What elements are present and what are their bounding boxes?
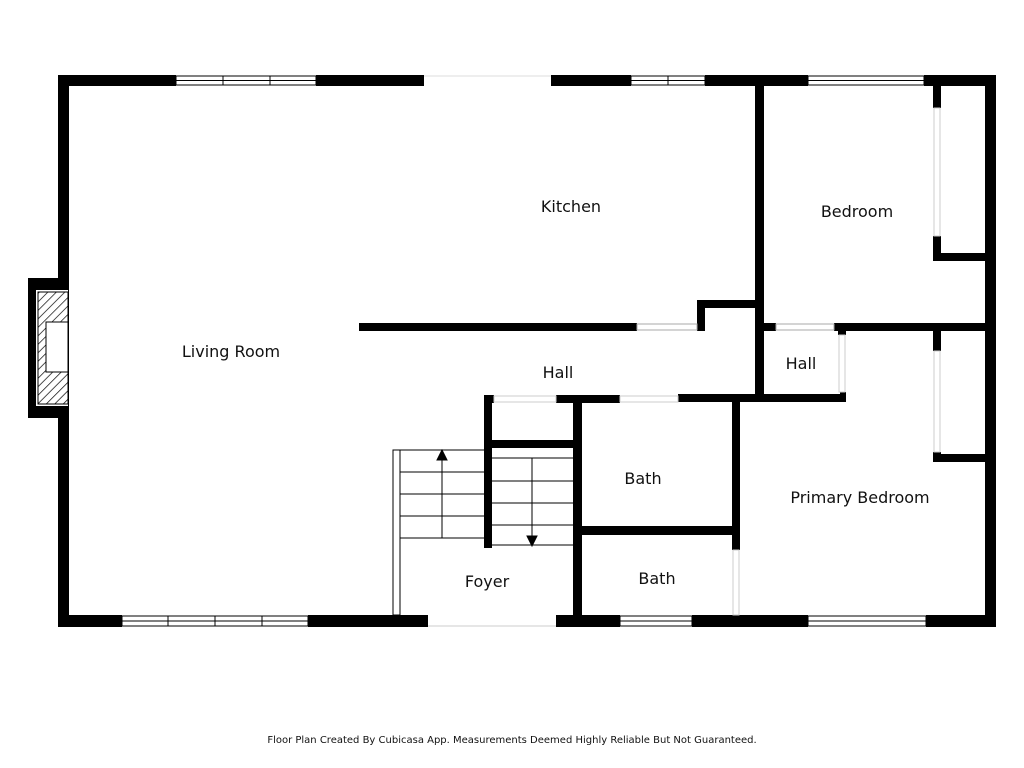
bath-lower-label: Bath [638, 569, 675, 588]
hall-small-label: Hall [786, 354, 817, 373]
primary-bedroom-label: Primary Bedroom [790, 488, 929, 507]
bath-upper-label: Bath [624, 469, 661, 488]
fireplace [28, 278, 69, 418]
foyer-label: Foyer [465, 572, 510, 591]
bedroom-label: Bedroom [821, 202, 893, 221]
door-openings [493, 107, 941, 616]
hall-label: Hall [543, 363, 574, 382]
interior-walls [359, 86, 985, 615]
kitchen-label: Kitchen [541, 197, 601, 216]
footer-disclaimer: Floor Plan Created By Cubicasa App. Meas… [267, 735, 757, 746]
windows-top [175, 75, 925, 86]
living-room-label: Living Room [182, 342, 280, 361]
staircase [392, 448, 573, 616]
windows-bottom [121, 615, 927, 627]
